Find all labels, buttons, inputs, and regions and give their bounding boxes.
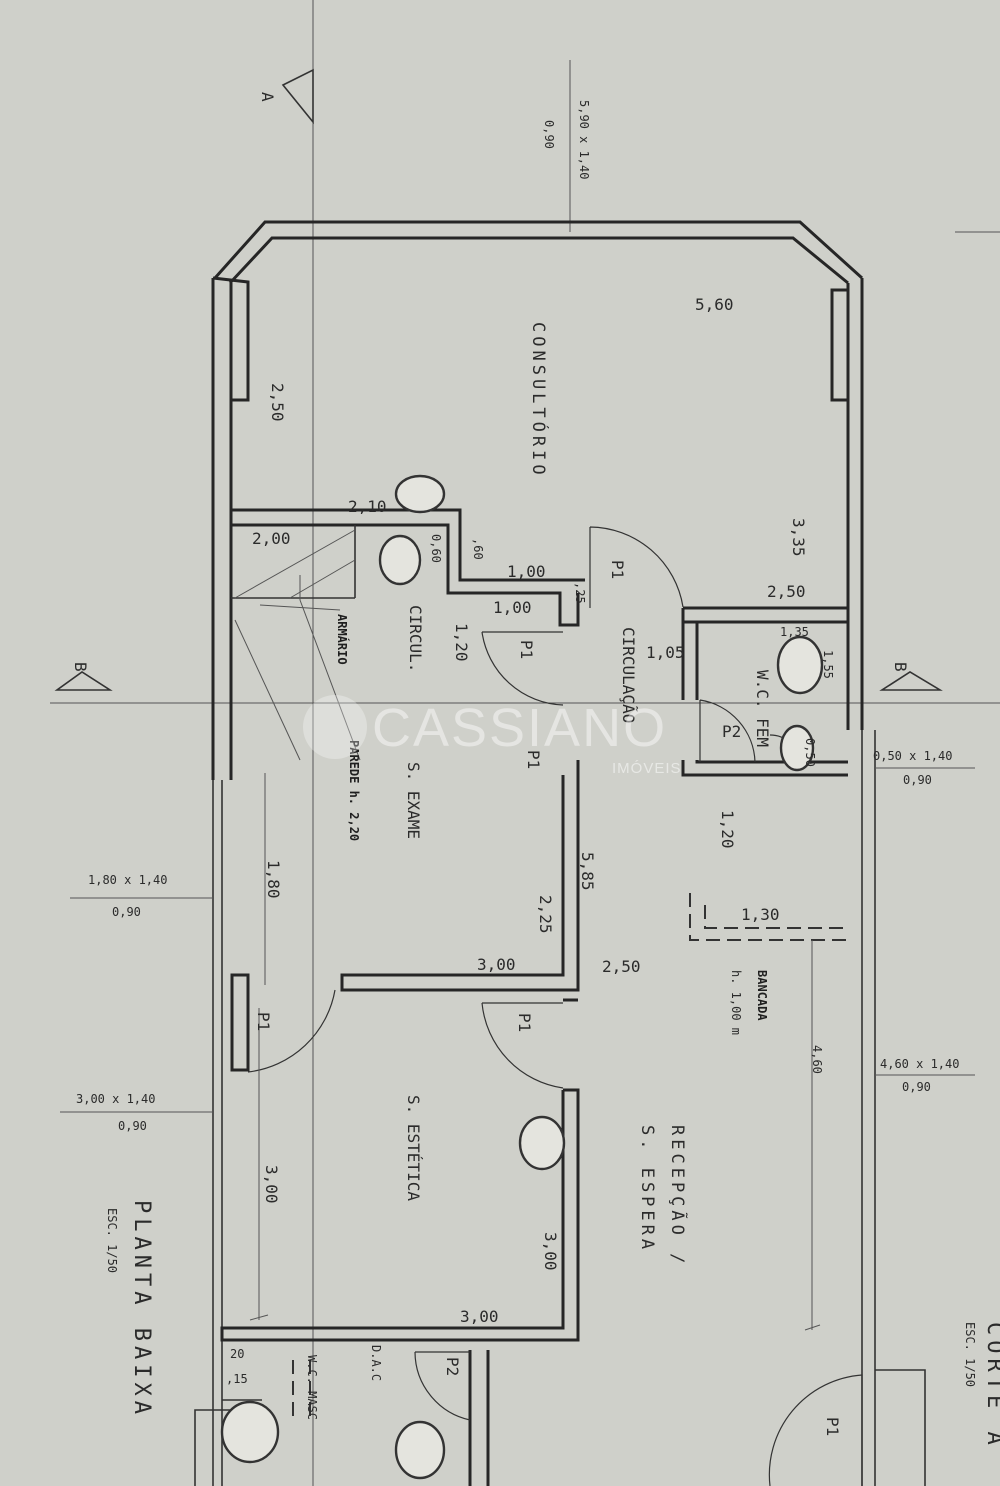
room-wc-masc: W.C. MASC — [305, 1355, 319, 1420]
sheet-scale: ESC. 1/50 — [105, 1208, 119, 1273]
sheet-title: PLANTA BAIXA — [129, 1200, 154, 1419]
door-label-p1-side: P1 — [254, 1012, 273, 1031]
dim-2-10: 2,10 — [348, 497, 387, 516]
sink-wc-fem — [779, 724, 815, 772]
svg-text:CASSIANO: CASSIANO — [372, 698, 667, 758]
svg-text:0,90: 0,90 — [903, 773, 932, 787]
room-recepcao: RECEPÇÃO / — [667, 1125, 689, 1267]
dim-1-20-circul: 1,20 — [452, 623, 471, 662]
dim-1-30: 1,30 — [741, 905, 780, 924]
dim-5-60: 5,60 — [695, 295, 734, 314]
svg-text:0,90: 0,90 — [118, 1119, 147, 1133]
sink-dac — [394, 1420, 446, 1480]
door-label-p1-exame: P1 — [524, 750, 543, 769]
svg-text:3,00 x 1,40: 3,00 x 1,40 — [76, 1092, 155, 1106]
door-swings — [247, 526, 863, 1486]
room-armario: ARMÁRIO — [335, 614, 350, 665]
dim-0-60: 0,60 — [429, 534, 443, 563]
dim-1-00-a: 1,00 — [507, 562, 546, 581]
interior-walls — [194, 508, 926, 1486]
section-marker-b-right: B — [879, 662, 943, 691]
window-right-lower: 4,60 x 1,40 0,90 — [880, 1057, 959, 1094]
dim-2-50-wc: 2,50 — [767, 582, 806, 601]
dim-5-85: 5,85 — [578, 852, 597, 891]
sink-consultorio — [394, 474, 446, 514]
door-label-p2-dac: P2 — [443, 1357, 462, 1376]
door-label-p1-circul: P1 — [517, 640, 536, 659]
room-wc-fem: W.C. FEM — [753, 670, 772, 747]
dim-2-00: 2,00 — [252, 529, 291, 548]
sink-estetica — [518, 1115, 566, 1171]
side-title: CORTE A — [982, 1322, 1000, 1450]
room-s-estetica: S. ESTÉTICA — [404, 1095, 423, 1201]
door-label-p1-circ: P1 — [608, 560, 627, 579]
section-marker-b-left: B — [54, 662, 113, 691]
svg-text:0,90: 0,90 — [902, 1080, 931, 1094]
svg-text:0,50 x 1,40: 0,50 x 1,40 — [873, 749, 952, 763]
room-circul: CIRCUL. — [406, 605, 425, 672]
svg-text:IMÓVEIS: IMÓVEIS — [612, 760, 682, 777]
dim-3-00-left: 3,00 — [262, 1165, 281, 1204]
dim-25: ,25 — [573, 582, 587, 604]
watermark: CASSIANO IMÓVEIS — [303, 695, 682, 777]
toilet-wc-fem — [776, 635, 824, 695]
svg-text:4,60 x 1,40: 4,60 x 1,40 — [880, 1057, 959, 1071]
section-marker-a: A — [258, 68, 314, 125]
label-parede: PAREDE h. 2,20 — [347, 740, 361, 841]
dim-1-80: 1,80 — [264, 860, 283, 899]
svg-text:0,90: 0,90 — [542, 120, 556, 149]
room-consultorio: CONSULTÓRIO — [528, 322, 550, 479]
fixtures — [220, 474, 824, 1480]
svg-text:5,90 x 1,40: 5,90 x 1,40 — [577, 100, 591, 179]
dim-3-35: 3,35 — [789, 518, 808, 557]
dim-1-05: 1,05 — [646, 643, 685, 662]
door-label-p2-wc: P2 — [722, 722, 741, 741]
dim-2-50-recep: 2,50 — [602, 957, 641, 976]
dim-20: 20 — [230, 1347, 244, 1361]
svg-text:B: B — [71, 662, 90, 672]
dim-1-20-wc: 1,20 — [718, 810, 737, 849]
door-label-p1-estetica: P1 — [515, 1013, 534, 1032]
dim-4-60: 4,60 — [810, 1045, 824, 1074]
bancada-outline — [292, 893, 850, 1420]
dimension-lines — [60, 231, 1000, 1331]
label-bancada: BANCADA — [755, 970, 769, 1021]
room-circulacao: CIRCULAÇÃO — [619, 627, 638, 723]
svg-text:B: B — [891, 662, 910, 672]
window-right-upper: 0,50 x 1,40 0,90 — [873, 749, 952, 787]
dim-1-00-b: 1,00 — [493, 598, 532, 617]
dim-3-00-estetica: 3,00 — [460, 1307, 499, 1326]
toilet-wc-masc — [220, 1400, 280, 1464]
dim-0-50: 0,50 — [803, 738, 817, 767]
dim-1-35: 1,35 — [780, 625, 809, 639]
dim-2-25: 2,25 — [536, 895, 555, 934]
room-s-espera: S. ESPERA — [637, 1125, 657, 1253]
window-top: 5,90 x 1,40 0,90 — [542, 100, 591, 179]
window-left-upper: 1,80 x 1,40 0,90 — [88, 873, 167, 919]
dim-1-55: 1,55 — [821, 650, 835, 679]
svg-text:0,90: 0,90 — [112, 905, 141, 919]
dim-15: ,15 — [226, 1372, 248, 1386]
svg-text:1,80 x 1,40: 1,80 x 1,40 — [88, 873, 167, 887]
window-left-lower: 3,00 x 1,40 0,90 — [76, 1092, 155, 1133]
dim-3-00-estetica-v: 3,00 — [541, 1232, 560, 1271]
side-scale: ESC. 1/50 — [963, 1322, 977, 1387]
dim-60: ,60 — [471, 538, 485, 560]
door-label-p1-entrance: P1 — [823, 1417, 842, 1436]
room-s-exame: S. EXAME — [404, 762, 423, 839]
stair-hatch — [234, 529, 361, 985]
svg-text:A: A — [258, 92, 277, 102]
dim-3-00-exame: 3,00 — [477, 955, 516, 974]
room-dac: D.A.C — [369, 1345, 383, 1381]
label-bancada-height: h. 1,00 m — [729, 970, 743, 1035]
dim-2-50-left: 2,50 — [268, 383, 287, 422]
sink-circul — [378, 534, 422, 586]
watermark-logo-icon — [303, 695, 367, 759]
